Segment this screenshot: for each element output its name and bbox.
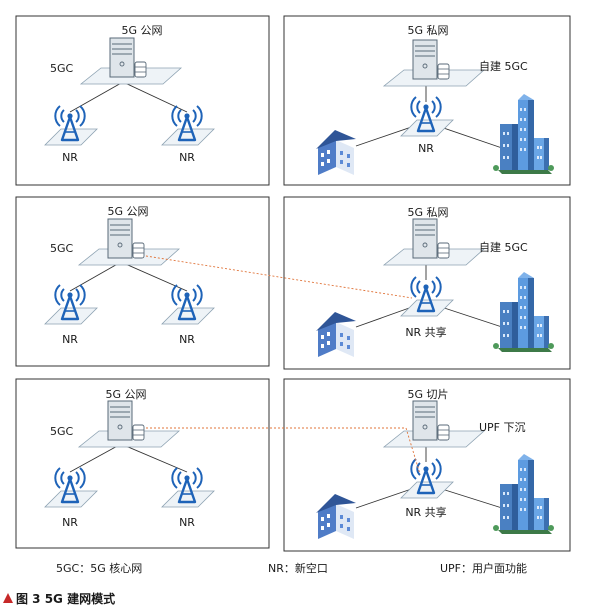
antenna-tower-icon <box>160 466 216 509</box>
server-icon <box>80 37 182 85</box>
figure-caption: 图 3 5G 建网模式 <box>16 591 115 606</box>
legend-item-upf: UPF：用户面功能 <box>440 561 527 575</box>
panel-slicing-row3: 5G 切片 UPF 下沉 NR 共享 <box>283 378 571 552</box>
panel-title: 5G 切片 <box>407 388 448 401</box>
server-icon <box>78 400 180 448</box>
server-icon <box>383 400 485 448</box>
nr-label: NR <box>418 142 434 155</box>
city-building-icon <box>493 272 554 352</box>
panel-title: 5G 公网 <box>107 205 148 218</box>
antenna-tower-icon <box>399 95 455 138</box>
panel-title: 5G 公网 <box>105 388 146 401</box>
panel-public-network-row1: 5G 公网 5GC NR NR <box>15 15 270 186</box>
antenna-tower-icon <box>399 457 455 500</box>
core-label: 5GC <box>50 62 74 75</box>
core-label: 自建 5GC <box>479 59 528 73</box>
panel-private-network-row1: 5G 私网 自建 5GC NR <box>283 15 571 186</box>
core-label: 自建 5GC <box>479 240 528 254</box>
legend-item-5gc: 5GC：5G 核心网 <box>56 561 142 575</box>
antenna-tower-icon <box>160 104 216 147</box>
core-label: 5GC <box>50 242 74 255</box>
shared-link-dashed <box>145 255 413 299</box>
panel-public-network-row3: 5G 公网 5GC NR NR <box>15 378 270 549</box>
house-icon <box>316 130 356 175</box>
server-icon <box>78 218 180 266</box>
nr-label: NR <box>179 516 195 529</box>
nr-label: NR <box>62 333 78 346</box>
core-label: 5GC <box>50 425 74 438</box>
nr-label: NR <box>62 516 78 529</box>
antenna-tower-icon <box>160 283 216 326</box>
panel-private-network-row2: 5G 私网 自建 5GC NR 共享 <box>283 196 571 370</box>
house-icon <box>316 312 356 357</box>
antenna-tower-icon <box>399 275 455 318</box>
nr-label: NR 共享 <box>405 505 446 519</box>
caption-marker-icon <box>3 593 13 603</box>
legend-item-nr: NR：新空口 <box>268 561 328 575</box>
antenna-tower-icon <box>43 466 99 509</box>
nr-label: NR <box>62 151 78 164</box>
panel-public-network-row2: 5G 公网 5GC NR NR <box>15 196 270 367</box>
server-icon <box>383 39 485 87</box>
upf-link-dashed <box>405 427 421 475</box>
house-icon <box>316 494 356 539</box>
nr-label: NR <box>179 333 195 346</box>
panel-title: 5G 公网 <box>121 24 162 37</box>
core-label: UPF 下沉 <box>479 421 526 434</box>
panel-title: 5G 私网 <box>407 24 448 37</box>
panel-title: 5G 私网 <box>407 206 448 219</box>
nr-label: NR <box>179 151 195 164</box>
nr-label: NR 共享 <box>405 325 446 339</box>
city-building-icon <box>493 94 554 174</box>
server-icon <box>383 218 485 266</box>
city-building-icon <box>493 454 554 534</box>
